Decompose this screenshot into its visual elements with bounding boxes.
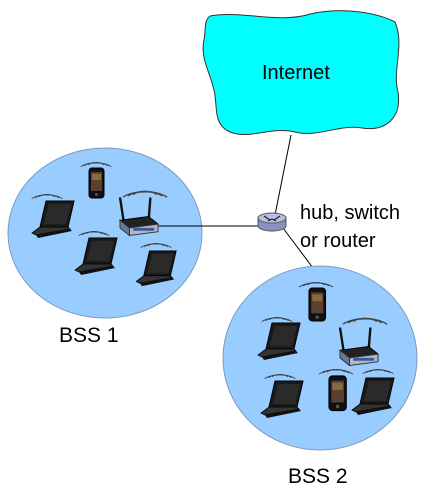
bss1-label: BSS 1 (59, 324, 119, 347)
router-icon (257, 212, 287, 232)
internet-cloud-icon (202, 10, 400, 136)
hub-label-line2: or router (300, 230, 376, 252)
hub-label-line1: hub, switch (300, 202, 401, 224)
bss2-label: BSS 2 (288, 465, 348, 488)
internet-label: Internet (262, 62, 330, 84)
link-internet-router (273, 134, 292, 221)
